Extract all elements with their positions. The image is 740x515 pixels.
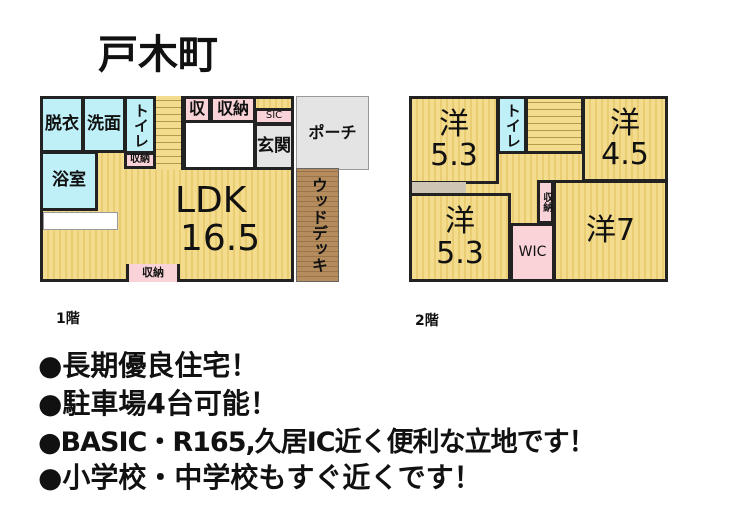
room-shuno-small: 収納 [124, 152, 156, 169]
closet-strip [412, 182, 466, 194]
feature-item: ●駐車場4台可能！ [38, 387, 278, 420]
room-genkan: 玄関 [254, 123, 294, 170]
page-title: 戸木町 [98, 32, 218, 78]
stairs-2f [525, 96, 584, 154]
room-toilet-2f: トイレ [497, 96, 527, 154]
feature-item: ●BASIC・R165,久居IC近く便利な立地です！ [38, 427, 596, 458]
room-shuno-2f: 収納 [537, 180, 554, 224]
room-shuno-bottom: 収納 [126, 264, 180, 282]
room-yo-2-label: 洋 [610, 105, 640, 141]
room-senmen: 洗面 [82, 96, 126, 153]
room-yo-1-size: 5.3 [430, 138, 478, 173]
room-ldk-size: 16.5 [180, 218, 261, 259]
room-wood-deck: ウッドデッキ [296, 168, 339, 282]
feature-item: ●長期優良住宅！ [38, 349, 259, 382]
feature-item: ●小学校・中学校もすぐ近くです！ [38, 461, 482, 494]
room-toilet-1f: トイレ [124, 96, 156, 154]
room-shu: 収 [183, 96, 211, 123]
stairs-1f [156, 96, 184, 170]
room-wic: WIC [510, 223, 555, 282]
room-yo-3-label: 洋 [445, 204, 475, 239]
room-porch: ポーチ [296, 96, 369, 170]
room-yo-2-size: 4.5 [601, 137, 649, 172]
kitchen-counter [43, 212, 118, 230]
floor-label-1f: 1階 [56, 311, 80, 327]
room-yo-1-label: 洋 [439, 106, 469, 142]
room-yo-4: 洋7 [553, 180, 668, 282]
room-yokushitsu: 浴室 [40, 151, 98, 211]
floor-label-2f: 2階 [415, 313, 439, 329]
room-shuno-top: 収納 [210, 96, 256, 123]
room-datsui: 脱衣 [40, 96, 84, 153]
room-ldk: LDK [175, 180, 247, 221]
room-yo-3-size: 5.3 [436, 235, 484, 271]
